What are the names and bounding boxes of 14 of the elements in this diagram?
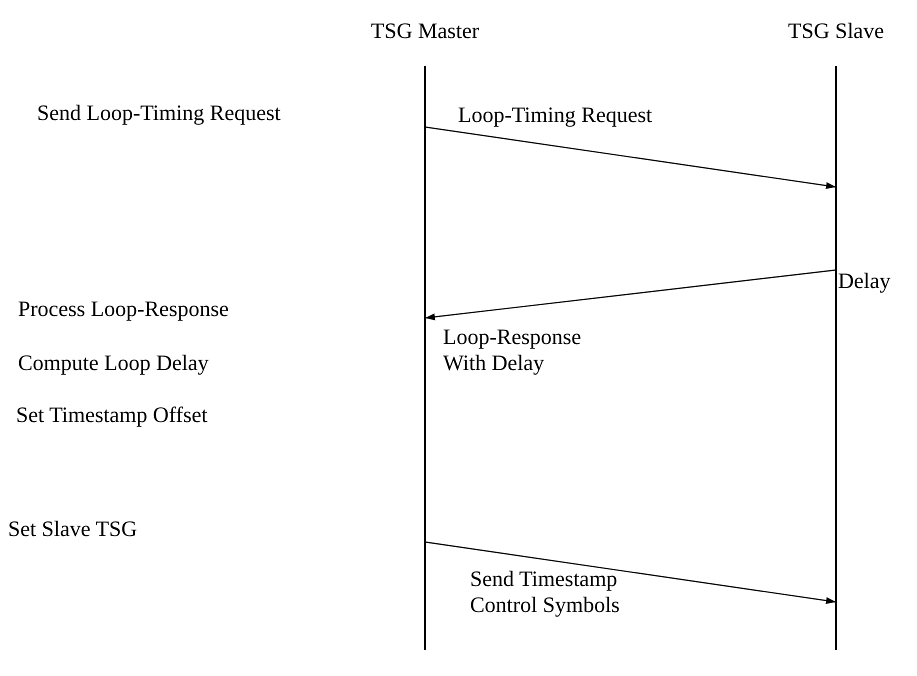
message-arrow — [424, 126, 836, 190]
step-label: Delay — [838, 268, 891, 294]
step-label: Set Timestamp Offset — [16, 402, 208, 428]
participant-label: TSG Master — [370, 18, 480, 44]
message-arrow — [424, 541, 836, 604]
step-label: Process Loop-Response — [18, 296, 229, 322]
participant-label: TSG Slave — [787, 18, 885, 44]
step-label: Set Slave TSG — [8, 516, 138, 542]
message-arrow — [424, 269, 836, 321]
step-label: Send Loop-Timing Request — [37, 100, 281, 126]
edge-label: Send Timestamp Control Symbols — [470, 566, 621, 618]
edge-label: Loop-Response With Delay — [443, 324, 582, 376]
edge-label: Loop-Timing Request — [458, 102, 652, 128]
step-label: Compute Loop Delay — [18, 350, 209, 376]
